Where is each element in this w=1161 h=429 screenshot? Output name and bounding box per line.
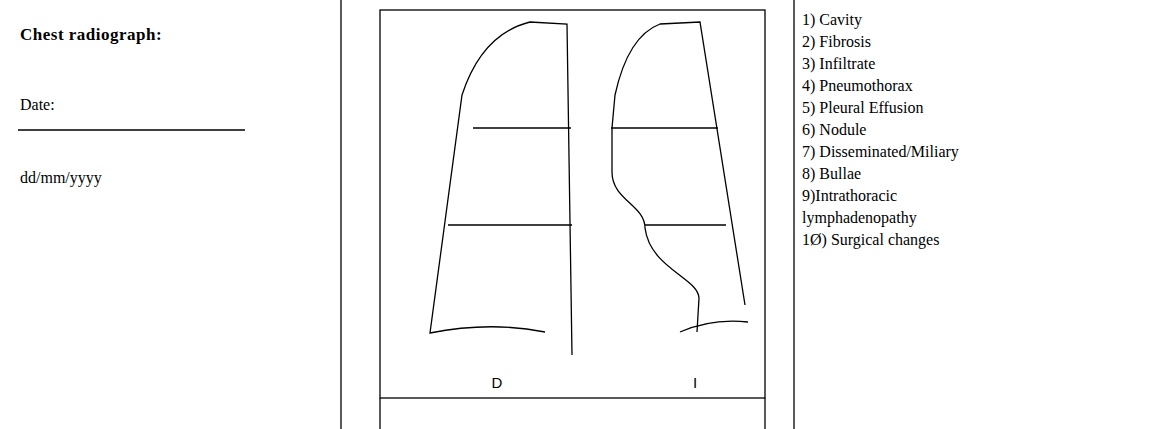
form-title: Chest radiograph: xyxy=(20,24,162,46)
finding-code: 2) Fibrosis xyxy=(802,31,871,53)
date-format-hint: dd/mm/yyyy xyxy=(20,167,102,189)
field-label: Date: xyxy=(20,94,55,116)
table-border xyxy=(793,0,794,429)
film-frame xyxy=(380,10,765,398)
finding-code: 9)Intrathoracic lymphadenopathy xyxy=(802,185,952,229)
left-lung-outline xyxy=(612,22,745,332)
finding-code: 8) Bullae xyxy=(802,163,861,185)
zone-divider xyxy=(611,127,718,128)
finding-code: 6) Nodule xyxy=(802,119,866,141)
finding-code: 4) Pneumothorax xyxy=(802,75,913,97)
finding-code: 1) Cavity xyxy=(802,9,862,31)
right-lung-outline xyxy=(430,22,572,355)
date-underline xyxy=(18,129,245,130)
finding-code: 5) Pleural Effusion xyxy=(802,97,923,119)
table-border xyxy=(340,0,341,429)
side-marker: I xyxy=(693,372,697,394)
zone-divider xyxy=(473,127,571,128)
table-border xyxy=(764,398,765,429)
left-lung-base xyxy=(680,321,748,332)
side-marker: D xyxy=(492,372,503,394)
finding-code: 7) Disseminated/Miliary xyxy=(802,141,959,163)
zone-divider xyxy=(645,224,726,225)
finding-code: 3) Infiltrate xyxy=(802,53,875,75)
table-border xyxy=(379,398,380,429)
finding-code: 1Ø) Surgical changes xyxy=(802,229,939,251)
zone-divider xyxy=(448,224,572,225)
